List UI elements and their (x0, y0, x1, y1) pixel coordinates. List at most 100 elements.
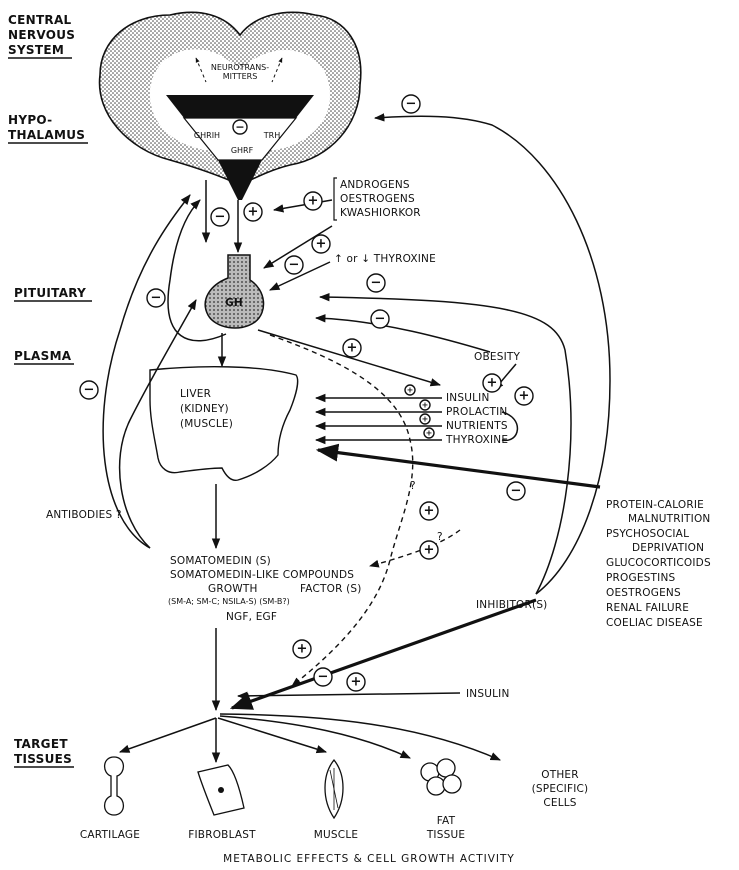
somatomedin-line1: SOMATOMEDIN (S) (170, 555, 271, 567)
svg-text:+: + (519, 389, 530, 404)
target-fat-line1: FAT (437, 815, 456, 827)
sign-minus: − (147, 289, 165, 307)
label-cns-line3: SYSTEM (8, 43, 64, 57)
condition-8: COELIAC DISEASE (606, 617, 703, 629)
sign-plus: + (293, 640, 311, 658)
svg-text:+: + (248, 205, 259, 220)
sign-plus: + (420, 400, 430, 410)
label-target-line1: TARGET (14, 737, 68, 751)
label-cns-line1: CENTRAL (8, 13, 72, 27)
svg-text:+: + (347, 341, 358, 356)
sign-minus: − (367, 274, 385, 292)
sign-plus: + (347, 673, 365, 691)
condition-7: RENAL FAILURE (606, 602, 689, 614)
muscle-illustration (325, 760, 343, 818)
liver-input-thyroxine: THYROXINE (445, 434, 508, 446)
label-cns-line2: NERVOUS (8, 28, 75, 42)
brain-illustration (100, 12, 361, 200)
insulin-bottom-label: INSULIN (466, 688, 510, 700)
label-pituitary-text: PITUITARY (14, 286, 86, 300)
condition-0: PROTEIN-CALORIE (606, 499, 704, 511)
sign-minus: − (80, 381, 98, 399)
svg-text:+: + (487, 376, 498, 391)
svg-text:−: − (371, 276, 382, 291)
condition-4: GLUCOCORTICOIDS (606, 557, 711, 569)
sign-plus: + (420, 502, 438, 520)
svg-text:−: − (375, 312, 386, 327)
liver-input-nutrients: NUTRIENTS (446, 420, 508, 432)
sign-minus: − (402, 95, 420, 113)
svg-text:−: − (151, 291, 162, 306)
svg-text:+: + (297, 642, 308, 657)
svg-text:−: − (318, 670, 329, 685)
sign-plus: + (343, 339, 361, 357)
sign-plus: + (483, 374, 501, 392)
sign-plus: + (420, 541, 438, 559)
sign-plus: + (515, 387, 533, 405)
label-hypothalamus-line1: HYPO- (8, 113, 52, 127)
label-hypothalamus-line2: THALAMUS (8, 128, 85, 142)
svg-text:+: + (308, 194, 319, 209)
liver-input-prolactin: PROLACTIN (446, 406, 507, 418)
svg-text:−: − (289, 258, 300, 273)
svg-text:+: + (426, 429, 433, 438)
liver-label-3: (MUSCLE) (180, 418, 233, 430)
somatomedin-line4: (SM-A; SM-C; NSILA-S) (SM-B?) (168, 597, 290, 606)
sign-plus: + (244, 203, 262, 221)
label-pituitary: PITUITARY (14, 286, 92, 301)
sign-plus: + (424, 428, 434, 438)
target-cartilage: CARTILAGE (80, 829, 140, 841)
sign-minus: − (233, 120, 247, 134)
fat-tissue-illustration (421, 759, 461, 795)
modulator-kwashiorkor: KWASHIORKOR (340, 207, 421, 219)
sign-plus: + (405, 385, 415, 395)
svg-text:+: + (424, 504, 435, 519)
label-hypothalamus: HYPO- THALAMUS (8, 113, 88, 143)
condition-1: MALNUTRITION (628, 513, 710, 525)
somatomedin-line2: SOMATOMEDIN-LIKE COMPOUNDS (170, 569, 354, 581)
svg-text:+: + (422, 401, 429, 410)
label-plasma-text: PLASMA (14, 349, 72, 363)
liver-label-2: (KIDNEY) (180, 403, 229, 415)
svg-text:−: − (511, 484, 522, 499)
sign-minus: − (507, 482, 525, 500)
target-other-line3: CELLS (543, 797, 576, 809)
target-other-line2: (SPECIFIC) (532, 783, 589, 795)
label-cns: CENTRAL NERVOUS SYSTEM (8, 13, 75, 58)
neurotransmitters-label-1: NEUROTRANS- (211, 63, 269, 72)
ghrih-label: GHRIH (194, 131, 220, 140)
ghrf-label: GHRF (231, 146, 254, 155)
target-muscle: MUSCLE (314, 829, 358, 841)
svg-text:+: + (424, 543, 435, 558)
label-target-tissues: TARGET TISSUES (14, 737, 74, 767)
liver-label-1: LIVER (180, 388, 211, 400)
condition-5: PROGESTINS (606, 572, 675, 584)
sign-minus: − (285, 256, 303, 274)
sign-minus: − (211, 208, 229, 226)
label-plasma: PLASMA (14, 349, 74, 364)
svg-text:−: − (215, 210, 226, 225)
target-fibroblast: FIBROBLAST (188, 829, 256, 841)
somatomedin-factors: FACTOR (S) (300, 583, 362, 595)
svg-text:−: − (235, 121, 244, 134)
svg-text:−: − (84, 383, 95, 398)
neurotransmitters-label-2: MITTERS (223, 72, 258, 81)
obesity-label: OBESITY (474, 351, 520, 363)
fibroblast-illustration (198, 765, 244, 815)
cartilage-illustration (105, 757, 124, 815)
condition-2: PSYCHOSOCIAL (606, 528, 689, 540)
gh-label: GH (225, 297, 243, 309)
sign-plus: + (304, 192, 322, 210)
trh-label: TRH (263, 131, 280, 140)
label-target-line2: TISSUES (14, 752, 72, 766)
conditions-list: PROTEIN-CALORIE MALNUTRITION PSYCHOSOCIA… (606, 499, 711, 629)
target-fat-line2: TISSUE (426, 829, 465, 841)
somatomedin-line5: NGF, EGF (226, 611, 277, 623)
svg-text:+: + (351, 675, 362, 690)
thyroxine-modulator-label: ↑ or ↓ THYROXINE (334, 253, 436, 265)
pituitary-gland (205, 255, 263, 328)
modulator-androgens: ANDROGENS (340, 179, 410, 191)
antibodies-label: ANTIBODIES ? (46, 509, 122, 521)
condition-3: DEPRIVATION (632, 542, 704, 554)
sign-plus: + (312, 235, 330, 253)
